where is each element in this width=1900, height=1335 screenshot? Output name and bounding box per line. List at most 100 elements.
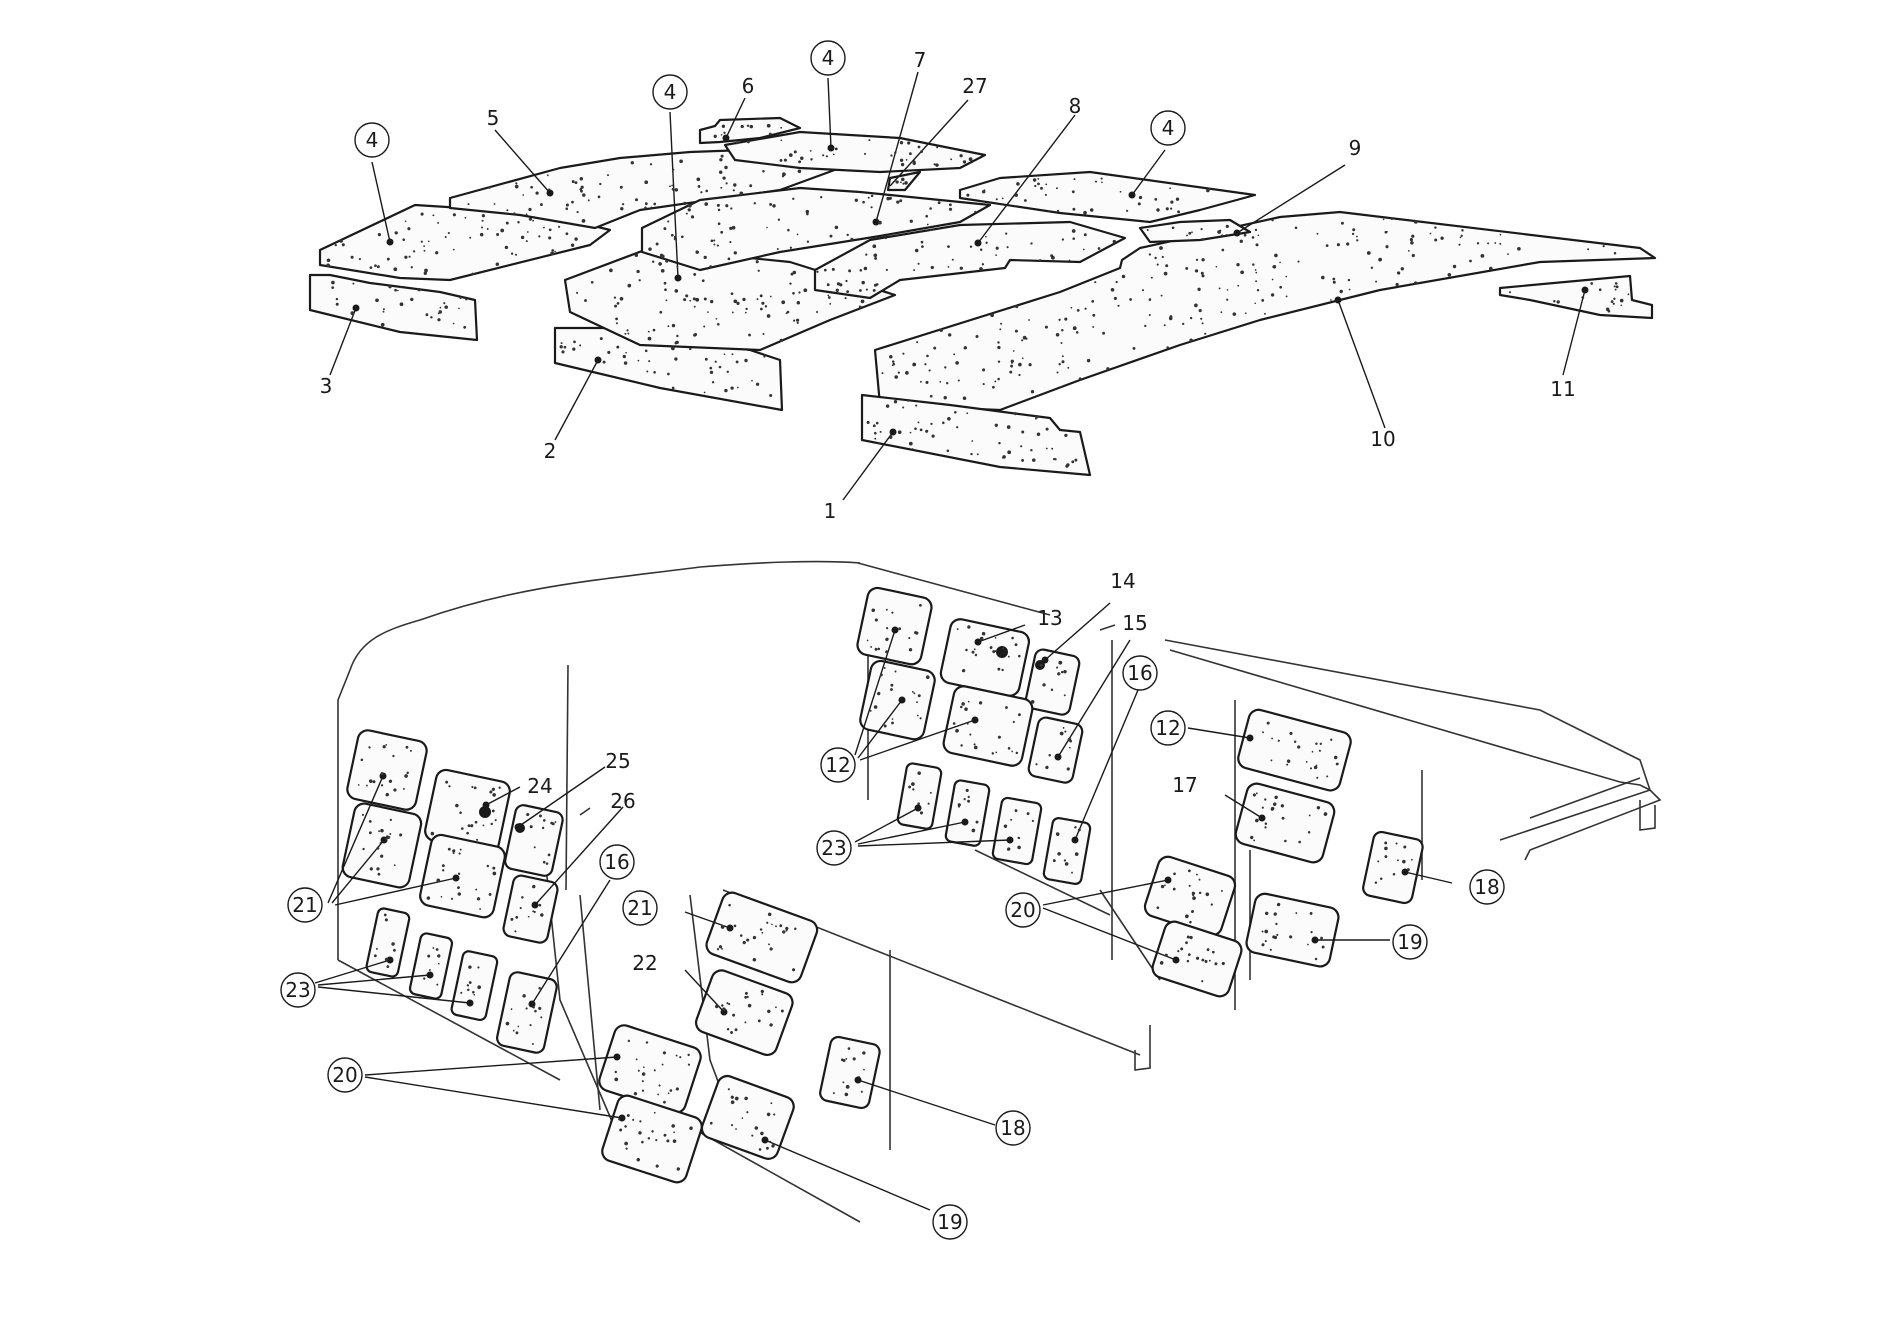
speckle xyxy=(1195,956,1200,960)
speckle xyxy=(548,188,551,191)
speckle xyxy=(719,158,723,162)
speckle xyxy=(647,336,652,341)
speckle xyxy=(621,203,625,206)
speckle xyxy=(1053,457,1056,461)
speckle xyxy=(563,345,567,349)
speckle xyxy=(1060,342,1063,344)
speckle xyxy=(570,243,575,247)
speckle xyxy=(973,743,976,746)
speckle xyxy=(543,226,545,229)
panel-12b xyxy=(859,659,936,741)
speckle xyxy=(1032,178,1037,182)
speckle xyxy=(747,1003,752,1008)
speckle xyxy=(548,236,552,240)
speckle xyxy=(947,333,952,337)
speckle xyxy=(957,803,961,807)
speckle xyxy=(587,199,590,202)
speckle xyxy=(1097,247,1101,250)
speckle xyxy=(721,124,726,128)
speckle xyxy=(644,349,648,353)
speckle xyxy=(950,158,953,161)
speckle xyxy=(643,1066,645,1069)
speckle xyxy=(999,328,1002,331)
speckle xyxy=(1411,858,1413,861)
speckle xyxy=(506,209,509,212)
left-inner-line xyxy=(579,894,601,1111)
speckle xyxy=(834,147,838,151)
speckle xyxy=(1064,730,1067,733)
speckle xyxy=(1072,326,1077,331)
speckle xyxy=(891,721,894,725)
speckle xyxy=(717,222,721,226)
speckle xyxy=(965,648,968,652)
speckle xyxy=(465,298,468,301)
speckle xyxy=(994,637,997,639)
speckle xyxy=(1614,288,1617,291)
speckle xyxy=(730,207,733,210)
speckle xyxy=(384,918,388,922)
speckle xyxy=(1089,208,1094,212)
speckle xyxy=(1613,297,1616,300)
speckle xyxy=(1293,740,1297,743)
label-3: 3 xyxy=(320,374,333,398)
speckle xyxy=(517,220,520,224)
speckle xyxy=(710,299,714,304)
speckle xyxy=(727,257,731,261)
panel-9 xyxy=(1138,218,1252,244)
speckle xyxy=(1040,186,1043,190)
label-4-right: 4 xyxy=(1162,116,1175,140)
speckle xyxy=(746,995,749,998)
speckle xyxy=(908,785,912,789)
speckle xyxy=(1018,837,1021,840)
speckle xyxy=(884,237,887,240)
speckle xyxy=(901,177,905,182)
label-11: 11 xyxy=(1550,377,1575,401)
speckle xyxy=(403,788,405,790)
speckle xyxy=(482,824,485,827)
speckle xyxy=(1016,182,1020,186)
speckle xyxy=(905,371,909,375)
speckle xyxy=(452,322,455,325)
speckle xyxy=(1270,293,1275,297)
speckle xyxy=(676,265,679,268)
speckle xyxy=(982,368,986,372)
speckle xyxy=(1017,845,1021,850)
speckle xyxy=(475,888,478,891)
speckle xyxy=(1276,902,1281,907)
speckle xyxy=(1005,232,1008,235)
speckle xyxy=(385,743,388,746)
label-17: 17 xyxy=(1172,773,1197,797)
speckle xyxy=(584,299,587,302)
speckle xyxy=(352,282,355,285)
speckle xyxy=(1232,312,1237,316)
speckle xyxy=(1010,818,1013,821)
speckle xyxy=(1434,226,1437,229)
speckle xyxy=(1018,654,1021,658)
speckle xyxy=(709,265,713,269)
speckle xyxy=(705,189,708,193)
speckle xyxy=(498,786,501,789)
speckle xyxy=(1028,363,1032,367)
panel-22 xyxy=(694,969,794,1056)
panel-4-top xyxy=(723,130,987,174)
speckle xyxy=(1201,237,1205,241)
speckle xyxy=(679,1056,682,1059)
speckle xyxy=(477,985,481,990)
speckle xyxy=(672,1139,677,1143)
speckle xyxy=(1384,846,1388,851)
speckle xyxy=(908,637,911,640)
speckle xyxy=(1187,869,1191,873)
speckle xyxy=(614,304,618,308)
speckle xyxy=(772,204,776,208)
speckle xyxy=(647,330,650,333)
speckle xyxy=(1050,688,1054,691)
speckle xyxy=(739,934,743,937)
panel-12a xyxy=(856,586,933,666)
speckle xyxy=(644,202,648,206)
speckle xyxy=(1100,177,1103,180)
speckle xyxy=(1305,761,1308,763)
speckle xyxy=(1163,324,1166,327)
speckle xyxy=(531,1042,534,1045)
speckle xyxy=(703,325,706,328)
speckle-cluster xyxy=(869,666,930,728)
